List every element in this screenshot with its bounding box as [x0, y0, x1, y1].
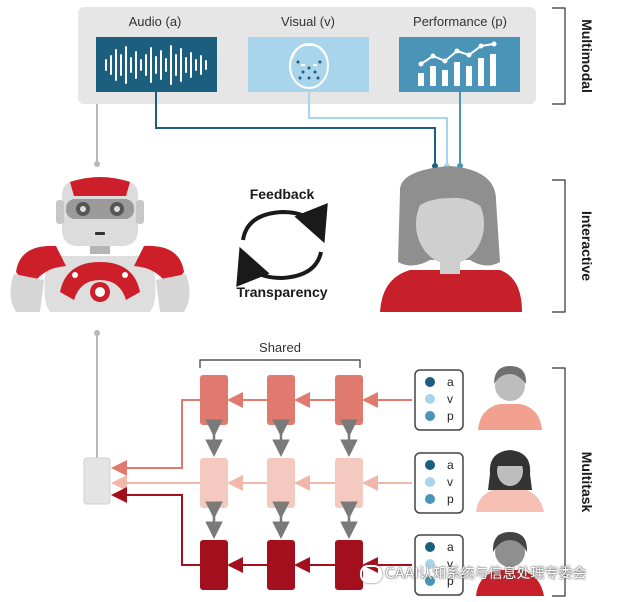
task-1-modality-card: a v p — [414, 369, 464, 431]
task-row-3 — [200, 540, 363, 590]
task-2-modality-card: a v p — [414, 452, 464, 514]
watermark-text: CAAI认知系统与信息处理专委会 — [385, 566, 587, 582]
modality-label-performance: Performance (p) — [413, 14, 507, 29]
task-row-1-node — [267, 375, 295, 425]
modality-label-visual: Visual (v) — [281, 14, 335, 29]
audio-tile — [96, 37, 217, 92]
shared-brace — [199, 359, 361, 368]
section-label-multimodal: Multimodal — [579, 19, 595, 93]
modality-label-audio: Audio (a) — [129, 14, 182, 29]
human-user-icon — [380, 166, 522, 312]
modality-tag-a: a — [447, 540, 454, 554]
modality-tag-p: p — [447, 409, 454, 423]
waveform-icon — [105, 45, 207, 85]
task-row-2-node — [267, 458, 295, 508]
shared-label: Shared — [259, 340, 301, 355]
user-1-avatar-icon — [478, 366, 542, 430]
visual-tile — [248, 37, 369, 92]
modality-tag-v: v — [447, 392, 453, 406]
feedback-label: Feedback — [250, 186, 315, 202]
modality-connectors — [155, 92, 461, 163]
cycle-arrows-icon — [236, 203, 328, 287]
user-2-avatar-icon — [476, 450, 544, 512]
modality-tag-a: a — [447, 375, 454, 389]
modality-tag-v: v — [447, 475, 453, 489]
shared-vertical-arrows — [205, 419, 358, 539]
face-icon — [289, 43, 329, 89]
modality-tag-a: a — [447, 458, 454, 472]
robot-icon — [10, 177, 190, 312]
wechat-icon — [360, 565, 382, 583]
transparency-label: Transparency — [236, 284, 327, 300]
user-3-avatar-icon — [476, 532, 544, 596]
section-label-multitask: Multitask — [579, 452, 595, 513]
task-row-3-node — [335, 540, 363, 590]
task-row-1-node — [335, 375, 363, 425]
robot-output-box — [83, 457, 111, 505]
performance-tile — [399, 37, 520, 92]
task-output-paths — [111, 399, 200, 566]
task-row-1-node — [200, 375, 228, 425]
bar-chart-icon — [418, 54, 496, 86]
section-brackets — [552, 7, 566, 597]
modality-tag-p: p — [447, 492, 454, 506]
watermark: CAAI认知系统与信息处理专委会 — [360, 563, 630, 585]
task-3-modality-card: a v p — [414, 534, 464, 596]
task-row-2 — [200, 458, 363, 508]
task-row-3-node — [267, 540, 295, 590]
task-row-2-node — [335, 458, 363, 508]
task-row-1 — [200, 375, 363, 425]
modality-tag-p: p — [447, 574, 454, 588]
task-row-2-node — [200, 458, 228, 508]
task-row-3-node — [200, 540, 228, 590]
section-label-interactive: Interactive — [579, 211, 595, 281]
modality-tag-v: v — [447, 557, 453, 571]
